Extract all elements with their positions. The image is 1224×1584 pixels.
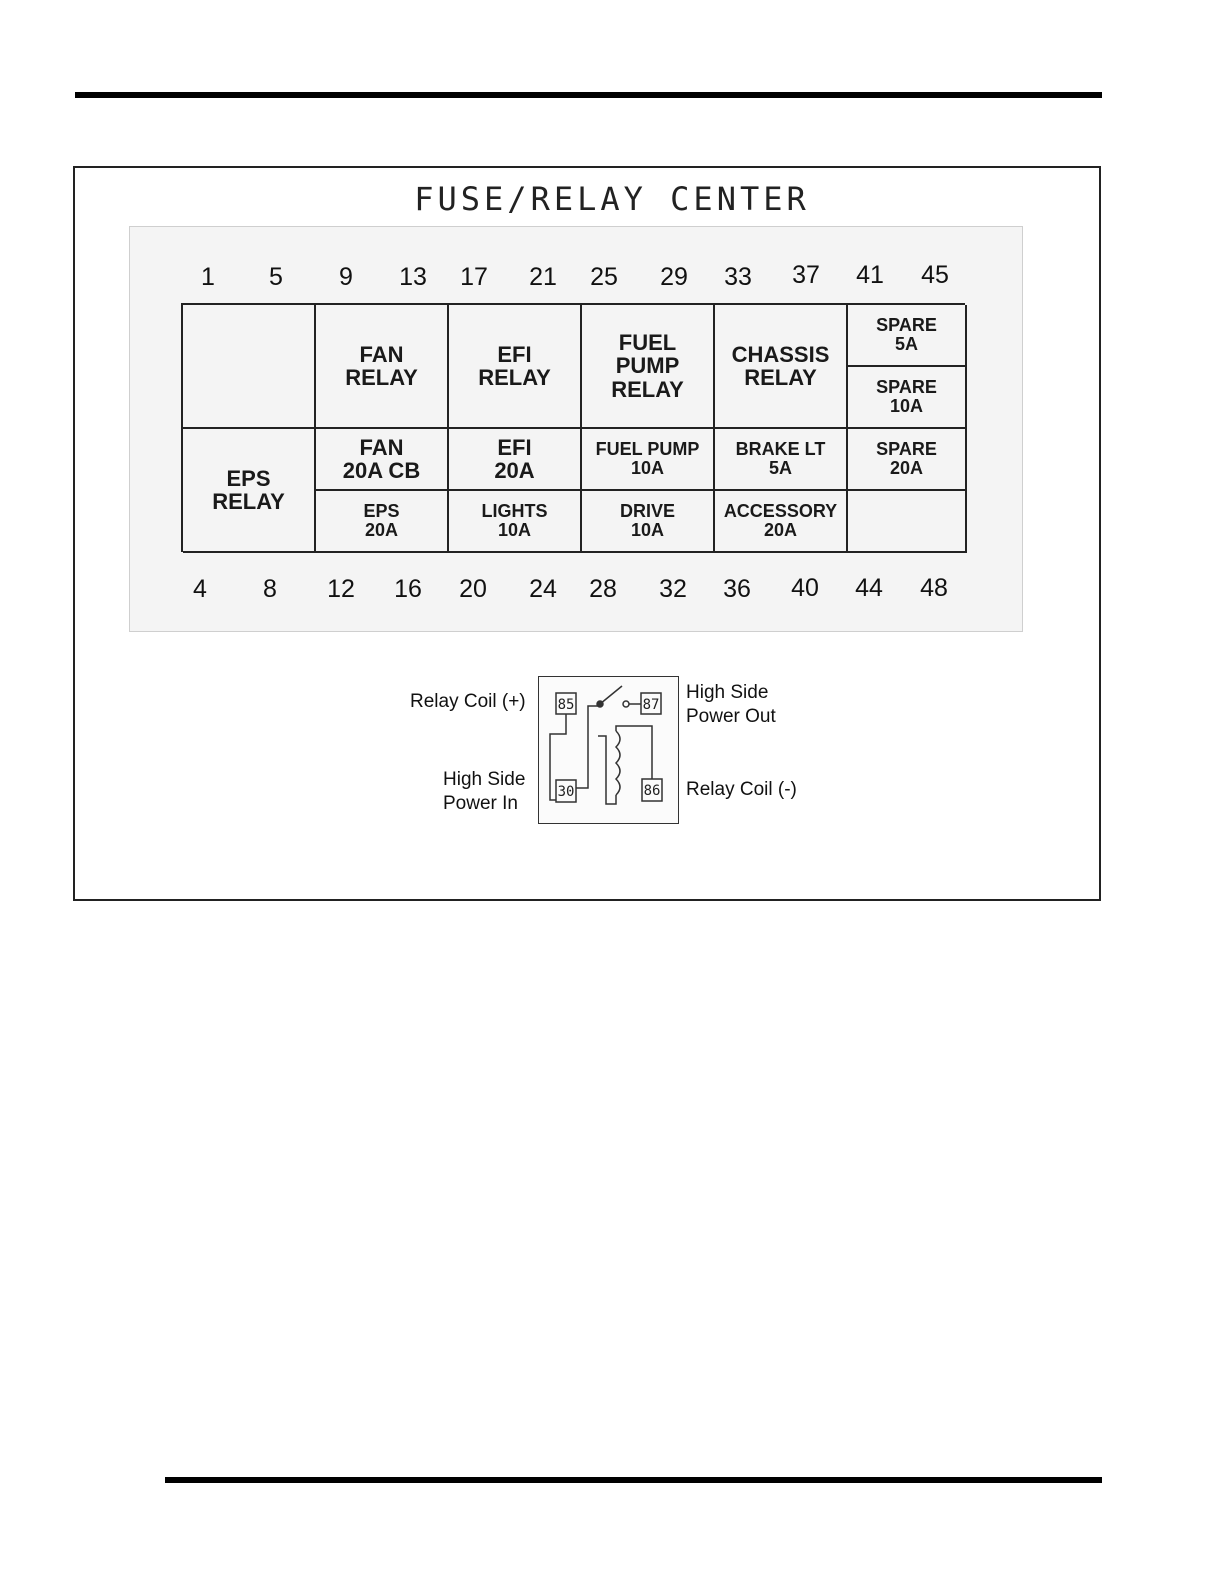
pin-number-bottom: 24 <box>529 575 557 603</box>
relay-coil-minus-label: Relay Coil (-) <box>686 779 797 800</box>
spare-20a-fuse: SPARE 20A <box>848 429 967 491</box>
diagram-title: FUSE/RELAY CENTER <box>414 180 810 218</box>
pin-number-bottom: 16 <box>394 575 422 603</box>
wire-86 <box>615 725 653 779</box>
relay-schematic: 85 87 30 86 <box>549 685 663 805</box>
pin-number-bottom: 28 <box>589 575 617 603</box>
header-rule <box>75 92 1102 98</box>
terminal-86: 86 <box>644 783 661 799</box>
spare-5a-fuse: SPARE 5A <box>848 305 967 367</box>
eps-20a-fuse: EPS 20A <box>316 491 449 553</box>
pin-number-bottom: 48 <box>920 574 948 602</box>
high-side-power-in-label: High Side Power In <box>443 769 526 815</box>
pin-number-top: 17 <box>460 263 488 291</box>
pin-number-top: 45 <box>921 261 949 289</box>
footer-rule <box>165 1477 1102 1483</box>
pin-number-bottom: 40 <box>791 574 819 602</box>
empty-slot <box>183 305 316 429</box>
switch-arm <box>599 685 623 705</box>
pin-number-bottom: 20 <box>459 575 487 603</box>
relay-coil <box>614 730 621 796</box>
terminal-30: 30 <box>558 784 575 800</box>
lights-10a-fuse: LIGHTS 10A <box>449 491 582 553</box>
pin-number-top: 13 <box>399 263 427 291</box>
efi-relay-slot: EFI RELAY <box>449 305 582 429</box>
brake-lt-5a-fuse: BRAKE LT 5A <box>715 429 848 491</box>
empty-slot <box>848 491 967 553</box>
accessory-20a-fuse: ACCESSORY 20A <box>715 491 848 553</box>
pin-number-top: 21 <box>529 263 557 291</box>
fuse-relay-grid: FAN RELAY EFI RELAY FUEL PUMP RELAY CHAS… <box>181 303 967 553</box>
pin-number-bottom: 4 <box>193 575 207 603</box>
pin-number-top: 33 <box>724 263 752 291</box>
pin-number-top: 5 <box>269 263 283 291</box>
drive-10a-fuse: DRIVE 10A <box>582 491 715 553</box>
relay-schematic-box <box>538 676 679 824</box>
wire-coil-return <box>598 735 617 805</box>
figure-frame <box>73 166 1101 901</box>
pin-number-top: 41 <box>856 261 884 289</box>
pin-number-bottom: 44 <box>855 574 883 602</box>
high-side-power-out-label: High Side Power Out <box>686 682 776 728</box>
pin-number-top: 1 <box>201 263 215 291</box>
terminal-30-box <box>555 779 577 803</box>
efi-20a-fuse: EFI 20A <box>449 429 582 491</box>
wire-30-pole <box>576 705 598 789</box>
pin-number-bottom: 36 <box>723 575 751 603</box>
pin-number-top: 37 <box>792 261 820 289</box>
pin-number-top: 29 <box>660 263 688 291</box>
fuel-pump-relay-slot: FUEL PUMP RELAY <box>582 305 715 429</box>
fan-relay-slot: FAN RELAY <box>316 305 449 429</box>
pin-number-bottom: 12 <box>327 575 355 603</box>
relay-coil-plus-label: Relay Coil (+) <box>410 691 526 712</box>
fuel-pump-10a-fuse: FUEL PUMP 10A <box>582 429 715 491</box>
switch-contact <box>622 700 630 708</box>
spare-10a-fuse: SPARE 10A <box>848 367 967 429</box>
pin-number-bottom: 8 <box>263 575 277 603</box>
eps-relay-slot: EPS RELAY <box>183 429 316 553</box>
terminal-85: 85 <box>558 697 575 713</box>
chassis-relay-slot: CHASSIS RELAY <box>715 305 848 429</box>
pin-number-bottom: 32 <box>659 575 687 603</box>
terminal-87: 87 <box>643 697 660 713</box>
fan-20a-cb-fuse: FAN 20A CB <box>316 429 449 491</box>
pin-number-top: 9 <box>339 263 353 291</box>
wire-85 <box>549 714 567 801</box>
pin-number-top: 25 <box>590 263 618 291</box>
